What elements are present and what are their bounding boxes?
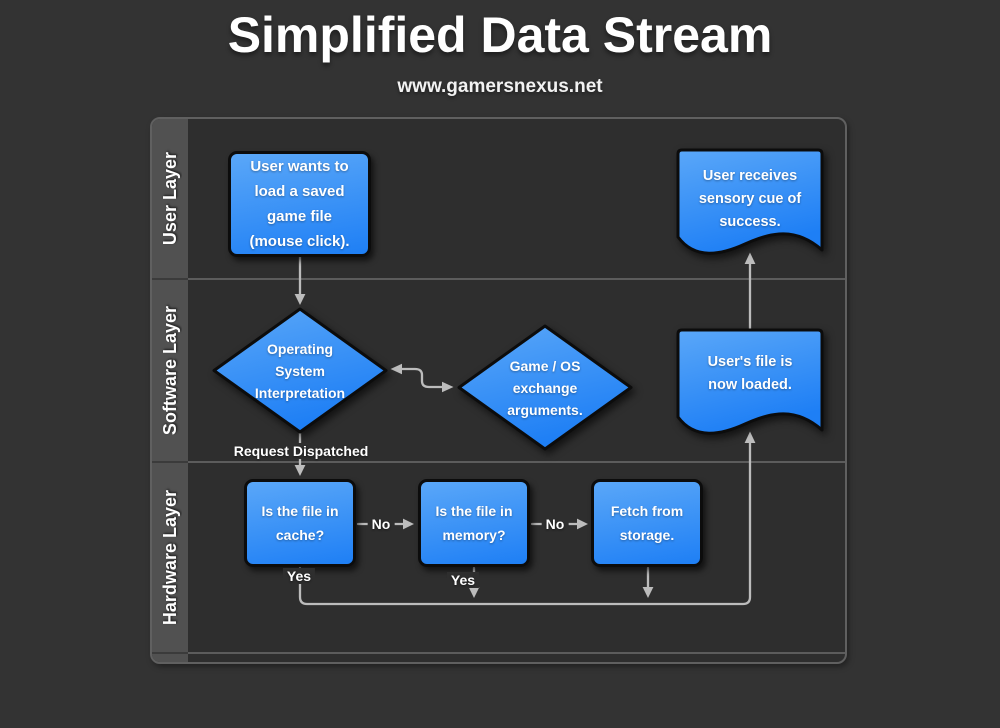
node-os-interpretation-shape	[212, 307, 388, 434]
node-memory-check: Is the file in memory?	[418, 479, 530, 567]
arrowhead-icon	[744, 252, 756, 264]
lane-divider	[188, 652, 845, 654]
arrowhead-icon	[744, 431, 756, 443]
node-user-request: User wants to load a saved game file (mo…	[228, 151, 371, 257]
edge-label-request-dispatched: Request Dispatched	[229, 443, 373, 459]
node-sensory-cue-shape	[676, 148, 824, 255]
node-text-line: storage.	[619, 527, 675, 543]
node-text-line: Is the file in	[261, 503, 339, 519]
edge-label-no-cache: No	[367, 516, 395, 532]
node-text-line: (mouse click).	[249, 233, 350, 250]
arrowhead-icon	[442, 381, 454, 393]
arrow-os-game-exchange	[400, 367, 444, 389]
node-fetch-storage: Fetch from storage.	[591, 479, 703, 567]
node-game-os-exchange-shape	[457, 324, 633, 451]
arrowhead-icon	[577, 518, 588, 530]
node-text-line: cache?	[275, 527, 325, 543]
document-shape	[676, 328, 824, 435]
decision-diamond-shape	[457, 324, 633, 451]
node-text-line: memory?	[442, 527, 506, 543]
decision-diamond-shape	[212, 307, 388, 434]
arrowhead-icon	[468, 587, 480, 598]
lane-label-hardware: Hardware Layer	[152, 463, 188, 654]
lane-divider	[188, 278, 845, 280]
lane-divider	[188, 461, 845, 463]
lane-label-software: Software Layer	[152, 280, 188, 463]
node-text-line: load a saved	[254, 183, 345, 200]
site-url: www.gamersnexus.net	[397, 76, 603, 97]
page-title: Simplified Data Stream	[227, 7, 773, 63]
arrowhead-icon	[642, 587, 654, 598]
arrowhead-icon	[390, 363, 402, 375]
lane-label-column: User Layer Software Layer Hardware Layer	[152, 119, 188, 662]
edge-label-no-memory: No	[541, 516, 569, 532]
lane-label-user: User Layer	[152, 119, 188, 280]
arrowhead-icon	[294, 465, 306, 476]
node-text-line: game file	[266, 208, 333, 225]
document-shape	[676, 148, 824, 255]
arrowhead-icon	[403, 518, 414, 530]
node-text-line: Is the file in	[435, 503, 513, 519]
arrow-yes-route	[298, 441, 752, 606]
edge-label-yes-memory: Yes	[446, 572, 480, 588]
arrowhead-icon	[294, 294, 306, 305]
node-cache-check: Is the file in cache?	[244, 479, 356, 567]
node-text-line: User wants to	[250, 158, 349, 175]
node-text-line: Fetch from	[610, 503, 684, 519]
node-file-loaded-shape	[676, 328, 824, 435]
edge-label-yes-cache: Yes	[282, 568, 316, 584]
